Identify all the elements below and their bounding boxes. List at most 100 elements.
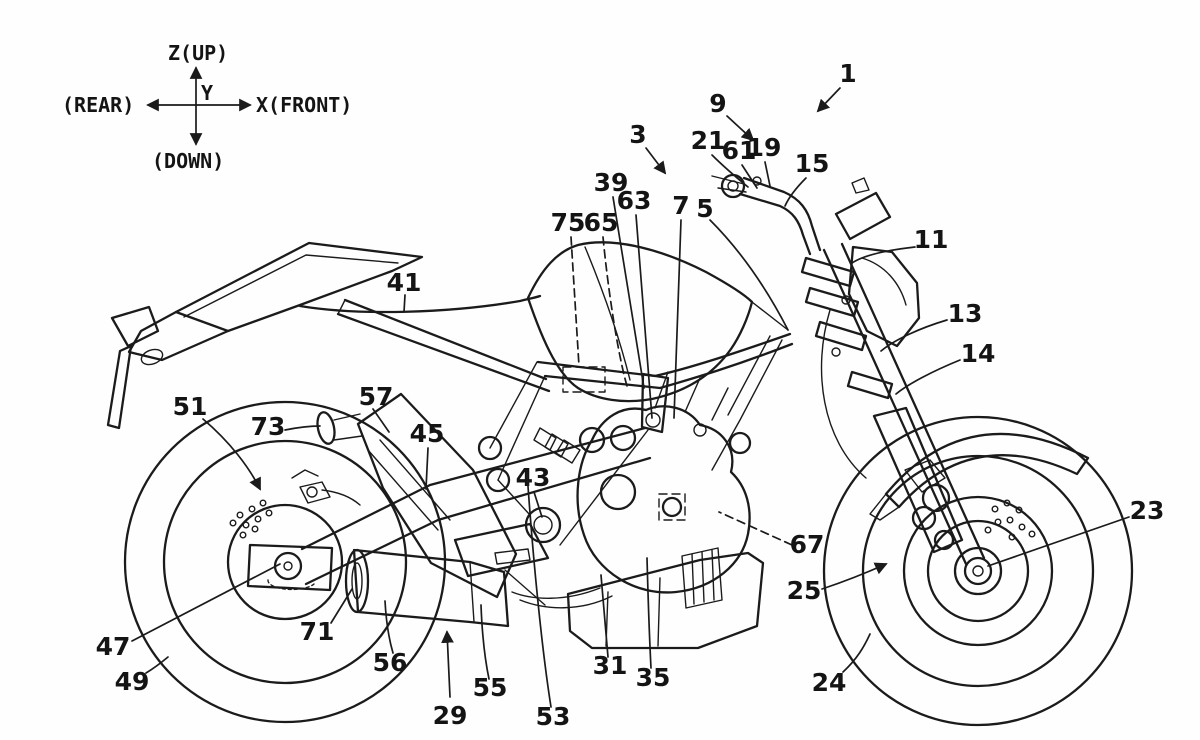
leader-29 [441, 630, 454, 698]
front-caliper [904, 459, 946, 493]
leader-65 [602, 236, 628, 387]
dashed-detail-box [562, 366, 606, 393]
rear-shock [533, 426, 606, 464]
part-label-1: 1 [839, 59, 856, 88]
part-label-41: 41 [387, 268, 422, 297]
leader-35 [646, 557, 652, 669]
leader-51 [202, 418, 261, 491]
part-label-13: 13 [948, 299, 983, 328]
leader-73 [284, 425, 321, 431]
leader-75 [570, 236, 580, 367]
part-label-15: 15 [795, 149, 830, 178]
part-label-25: 25 [787, 576, 822, 605]
leader-25 [821, 562, 888, 590]
leader-13 [880, 319, 948, 352]
part-label-19: 19 [747, 133, 782, 162]
part-label-3: 3 [629, 120, 646, 149]
leader-9 [726, 115, 755, 142]
leader-47 [131, 563, 281, 642]
part-label-55: 55 [473, 673, 508, 702]
part-label-9: 9 [709, 89, 726, 118]
front-wheel [822, 415, 1134, 727]
leader-41 [403, 294, 406, 313]
leader-24 [842, 633, 871, 673]
part-label-43: 43 [516, 463, 551, 492]
part-label-47: 47 [96, 632, 131, 661]
part-label-61: 61 [722, 136, 757, 165]
leader-71 [330, 588, 353, 624]
leader-31 [600, 574, 609, 658]
seat [298, 294, 551, 393]
axis-y-label: Y [201, 81, 213, 105]
brake-line [820, 309, 867, 479]
axis-down-label: (DOWN) [152, 149, 224, 173]
rear-sprocket [267, 579, 315, 591]
radiator [681, 547, 723, 609]
rear-caliper [299, 481, 331, 504]
part-label-24: 24 [812, 668, 847, 697]
belly-pan [566, 547, 765, 650]
rear-axle-plate [246, 543, 334, 592]
part-label-7: 7 [672, 191, 689, 220]
leader-23 [987, 516, 1130, 567]
leader-63 [635, 214, 653, 419]
leader-49 [145, 656, 169, 674]
part-label-56: 56 [373, 648, 408, 677]
part-label-21: 21 [691, 126, 726, 155]
front-fork [800, 242, 986, 566]
part-label-51: 51 [173, 392, 208, 421]
leader-57 [372, 408, 390, 433]
leader-61 [741, 164, 758, 189]
leader-19 [764, 161, 771, 187]
instrument-cluster [834, 177, 892, 241]
part-label-57: 57 [359, 382, 394, 411]
front-disc-holes [984, 499, 1036, 541]
part-label-75: 75 [551, 208, 586, 237]
leader-14 [895, 359, 961, 395]
leader-56 [384, 600, 394, 654]
rear-wheel [123, 400, 447, 724]
leader-5 [709, 219, 789, 331]
fork-slider [872, 406, 964, 554]
axis-front-label: X(FRONT) [256, 93, 352, 117]
leader-15 [784, 177, 807, 207]
axis-legend: Z(UP) (REAR) X(FRONT) (DOWN) Y [62, 41, 352, 173]
leader-43 [533, 491, 543, 518]
leader-21 [711, 154, 749, 188]
leader-45 [425, 447, 429, 490]
part-label-53: 53 [536, 702, 571, 731]
leader-55 [480, 604, 490, 680]
exhaust-duct [316, 392, 518, 599]
handlebar [711, 173, 822, 256]
leader-1 [816, 87, 841, 113]
axis-up-label: Z(UP) [168, 41, 228, 65]
part-label-29: 29 [433, 701, 468, 730]
footpeg-mount-73 [316, 411, 336, 445]
part-label-14: 14 [961, 339, 996, 368]
front-fender [869, 432, 1090, 521]
brake-disc [926, 519, 1030, 623]
part-label-67: 67 [790, 530, 825, 559]
rear-disc-holes [229, 499, 273, 539]
part-label-39: 39 [594, 168, 629, 197]
part-label-5: 5 [696, 194, 713, 223]
leader-39 [612, 196, 645, 389]
leader-53 [526, 471, 552, 708]
footpeg-plate [453, 522, 550, 578]
part-label-71: 71 [300, 617, 335, 646]
part-label-63: 63 [617, 186, 652, 215]
license-bracket [110, 305, 160, 348]
part-label-49: 49 [115, 667, 150, 696]
part-label-65: 65 [584, 208, 619, 237]
turn-signal [140, 348, 164, 366]
axis-rear-label: (REAR) [62, 93, 134, 117]
part-label-73: 73 [251, 412, 286, 441]
leader-11 [851, 246, 916, 264]
part-label-31: 31 [593, 651, 628, 680]
leader-7 [673, 219, 682, 419]
fuel-tank [526, 241, 789, 403]
part-label-35: 35 [636, 663, 671, 692]
